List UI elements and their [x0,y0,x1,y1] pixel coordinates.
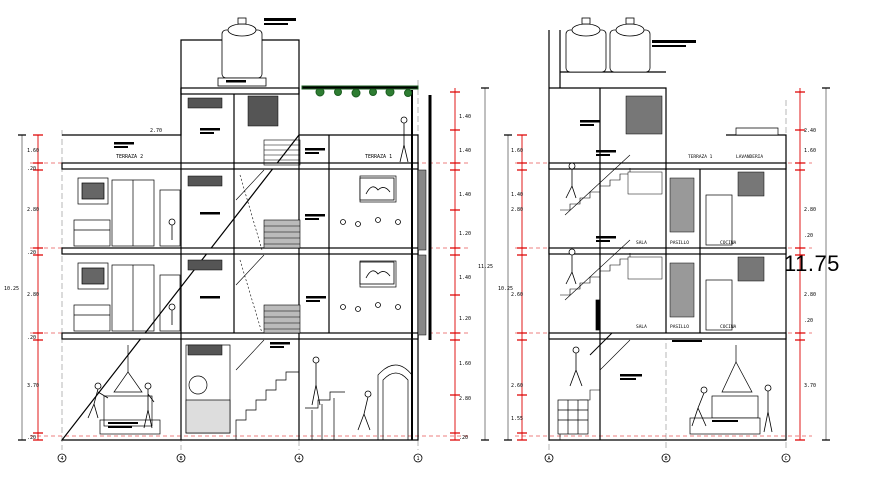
axis-label-right-1: A [547,456,550,462]
dim-right-8: 2.80 [459,396,471,402]
dim-top-label: 2.70 [150,128,162,134]
left-building [60,39,432,441]
rs-dim-left-4: 2.60 [511,292,523,298]
dim-right-4: 1.20 [459,231,471,237]
right-furniture [557,127,779,435]
dim-left-4: .20 [27,250,36,256]
rs-dim-right-5: 2.80 [804,292,816,298]
water-tanks-right [565,17,651,73]
axis-label-left-4: 1 [416,456,419,462]
room-labels-left: TERRAZA 2 TERRAZA 1 [116,154,392,160]
rs-dim-right-2: 1.60 [804,148,816,154]
dimension-ticks [18,87,830,441]
rs-dim-left-2: 1.40 [511,192,523,198]
rs-dim-left-total: 10.25 [498,286,513,292]
terrace-plants [301,85,419,98]
room-label-kitchen-upper: COCINA [720,240,737,246]
dim-left-2: .20 [27,166,36,172]
room-label-hall-upper: PASILLO [670,240,689,246]
dim-left-8: .20 [27,435,36,441]
room-label-terrace-2: TERRAZA 2 [116,154,143,160]
rs-dim-left-5: 2.60 [511,383,523,389]
rs-dim-right-7: 3.70 [804,383,816,389]
dim-right-1: 1.40 [459,114,471,120]
dim-left-7: 3.70 [27,383,39,389]
annotation-blocks-right [580,40,738,422]
dim-right-5: 1.40 [459,275,471,281]
room-label-hall-lower: PASILLO [670,324,689,330]
water-tanks-left [217,17,267,87]
dim-right-2: 1.40 [459,148,471,154]
rs-dim-left-3: 2.80 [511,207,523,213]
rs-dim-left-6: 1.55 [511,416,523,422]
axis-markers [57,453,791,463]
dimension-chains [21,88,827,440]
dim-left-1: 1.60 [27,148,39,154]
room-label-kitchen-lower: COCINA [720,324,737,330]
dim-left-total: 10.25 [4,286,19,292]
rs-dim-right-6: .20 [804,318,813,324]
rs-dim-right-1: 2.40 [804,128,816,134]
axis-labels: 4 B 4 1 A B C [60,456,787,462]
axis-label-right-2: B [664,456,667,462]
room-labels-right: TERRAZA 1 LAVANDERIA SALA SALA PASILLO P… [636,154,763,330]
dim-left-3: 2.80 [27,207,39,213]
dimension-text: 1.60 .20 2.80 .20 2.80 .20 3.70 .20 10.2… [4,114,816,441]
room-label-terrace-1: TERRAZA 1 [688,154,713,160]
human-figures-left [87,116,409,431]
dim-left-6: .20 [27,335,36,341]
room-label-living-upper: SALA [636,240,647,246]
annotation-blocks-left [108,18,326,428]
room-label-laundry: LAVANDERIA [736,154,763,160]
left-staircase [235,139,301,371]
axis-label-left-3: 4 [297,456,300,462]
dim-right-7: 1.60 [459,361,471,367]
human-figures-right [565,162,773,433]
rs-dim-right-3: 2.80 [804,207,816,213]
dim-right-6: 1.20 [459,316,471,322]
axis-label-left-1: 4 [60,456,63,462]
left-furniture [73,175,413,440]
right-building [548,30,787,441]
left-dark-elements [187,95,427,356]
axis-label-right-3: C [784,456,787,462]
dim-left-5: 2.80 [27,292,39,298]
room-label-terrace-1-left: TERRAZA 1 [365,154,392,160]
rs-dim-left-1: 1.60 [511,148,523,154]
highlight-dimension-label: 11.75 [784,251,840,276]
dim-right-3: 1.40 [459,192,471,198]
rs-dim-right-4: .20 [804,233,813,239]
dim-right-total: 11.25 [478,264,493,270]
right-dark-elements [625,95,765,318]
axis-label-left-2: B [179,456,182,462]
right-staircase [559,154,631,440]
room-label-living-lower: SALA [636,324,647,330]
left-artworks [359,177,395,285]
dim-right-9: .20 [459,435,468,441]
